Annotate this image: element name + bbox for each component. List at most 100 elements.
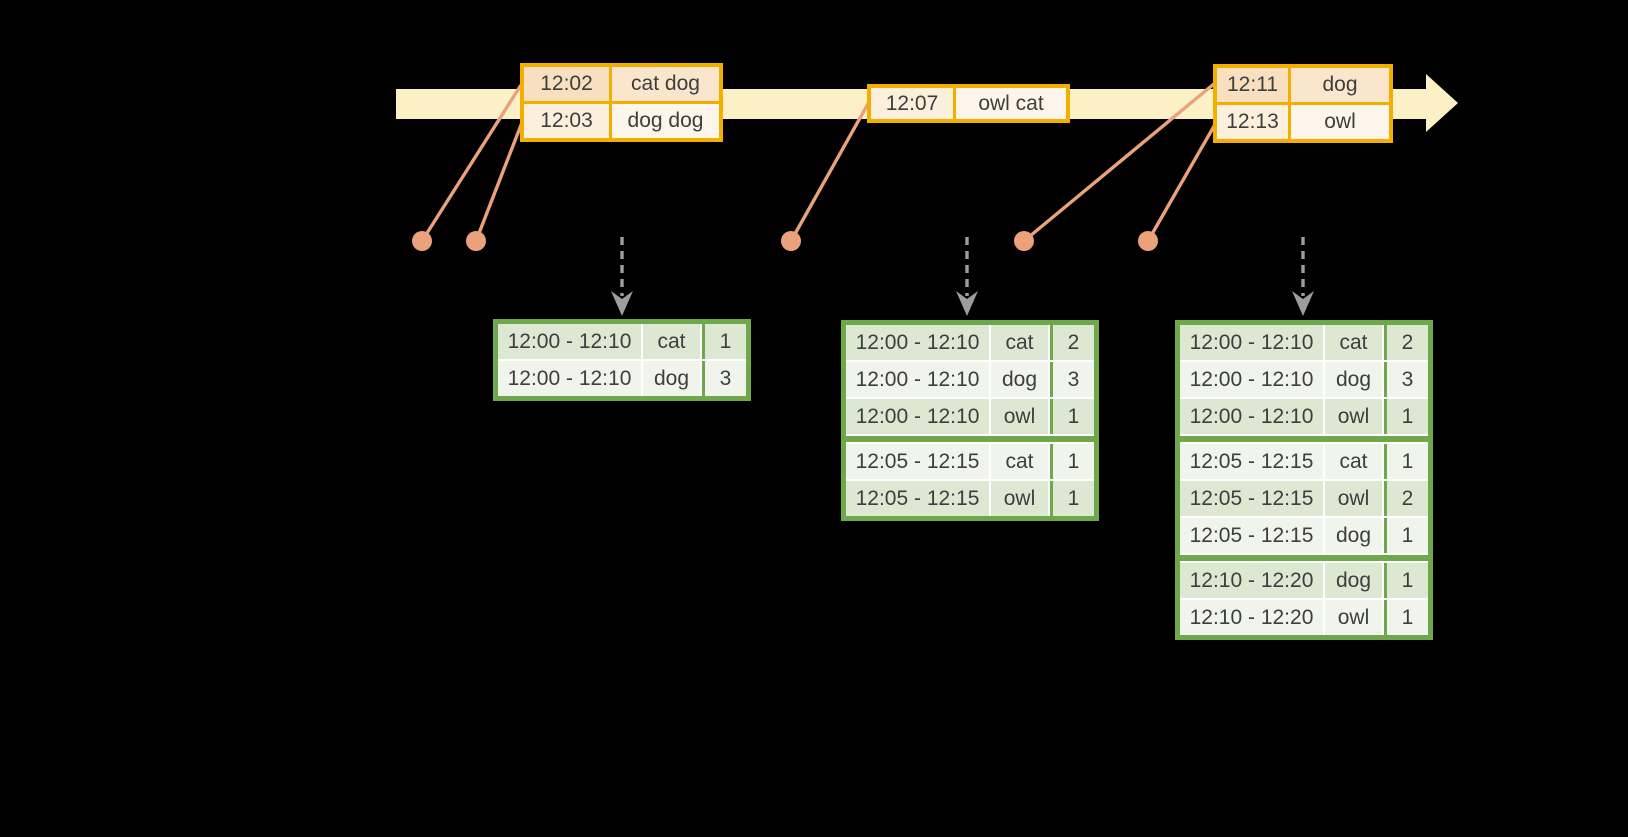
event-time-cell: 12:07	[871, 88, 953, 119]
result-row: 12:00 - 12:10 owl 1	[846, 399, 1094, 434]
window-cell: 12:05 - 12:15	[846, 444, 989, 479]
window-cell: 12:05 - 12:15	[846, 481, 989, 516]
count-cell: 1	[1384, 444, 1428, 479]
result-row: 12:00 - 12:10 dog 3	[1180, 362, 1428, 397]
window-group-separator	[846, 436, 1094, 442]
event-dot	[1014, 231, 1034, 251]
result-row: 12:00 - 12:10 dog 3	[846, 362, 1094, 397]
result-row: 12:00 - 12:10 owl 1	[1180, 399, 1428, 434]
count-cell: 1	[1050, 399, 1094, 434]
count-cell: 1	[1384, 600, 1428, 635]
word-cell: dog	[1325, 518, 1382, 553]
event-time-cell: 12:03	[524, 104, 609, 138]
event-time-cell: 12:02	[524, 67, 609, 101]
result-row: 12:05 - 12:15 owl 1	[846, 481, 1094, 516]
window-cell: 12:05 - 12:15	[1180, 518, 1323, 553]
word-cell: owl	[991, 481, 1048, 516]
word-cell: cat	[1325, 444, 1382, 479]
event-time-cell: 12:11	[1217, 68, 1288, 102]
window-group-separator	[1180, 436, 1428, 442]
event-dot	[412, 231, 432, 251]
count-cell: 1	[702, 324, 746, 359]
word-cell: dog	[1325, 362, 1382, 397]
window-cell: 12:00 - 12:10	[846, 399, 989, 434]
result-row: 12:05 - 12:15 cat 1	[1180, 444, 1428, 479]
result-row: 12:00 - 12:10 cat 2	[846, 325, 1094, 360]
event-table-2: 12:07 owl cat	[867, 84, 1070, 123]
event-words-cell: dog dog	[612, 104, 719, 138]
count-cell: 2	[1384, 325, 1428, 360]
event-dot	[781, 231, 801, 251]
count-cell: 1	[1050, 481, 1094, 516]
trigger-arrows	[611, 237, 1314, 316]
count-cell: 2	[1384, 481, 1428, 516]
timeline-arrowhead-icon	[1426, 74, 1458, 132]
word-cell: cat	[991, 444, 1048, 479]
word-cell: cat	[643, 324, 700, 359]
event-dots	[412, 231, 1158, 251]
event-words-cell: dog	[1291, 68, 1389, 102]
event-dot	[1138, 231, 1158, 251]
connector-line	[1146, 120, 1219, 242]
window-cell: 12:10 - 12:20	[1180, 563, 1323, 598]
result-row: 12:00 - 12:10 cat 1	[498, 324, 746, 359]
down-arrow-icon	[611, 291, 633, 316]
result-row: 12:05 - 12:15 cat 1	[846, 444, 1094, 479]
result-table-1: 12:00 - 12:10 cat 1 12:00 - 12:10 dog 3	[493, 319, 751, 401]
event-table-3: 12:11 dog 12:13 owl	[1213, 64, 1393, 143]
event-row: 12:13 owl	[1217, 105, 1389, 139]
connector-line	[1022, 81, 1217, 243]
window-cell: 12:00 - 12:10	[1180, 362, 1323, 397]
down-arrow-icon	[1292, 291, 1314, 316]
connector-line	[474, 119, 525, 242]
result-row: 12:05 - 12:15 owl 2	[1180, 481, 1428, 516]
result-table-2: 12:00 - 12:10 cat 2 12:00 - 12:10 dog 3 …	[841, 320, 1099, 521]
window-cell: 12:00 - 12:10	[846, 325, 989, 360]
word-cell: dog	[1325, 563, 1382, 598]
event-words-cell: cat dog	[612, 67, 719, 101]
count-cell: 3	[1050, 362, 1094, 397]
window-cell: 12:10 - 12:20	[1180, 600, 1323, 635]
window-cell: 12:00 - 12:10	[498, 361, 641, 396]
result-row: 12:10 - 12:20 dog 1	[1180, 563, 1428, 598]
event-words-cell: owl cat	[956, 88, 1066, 119]
word-cell: owl	[1325, 600, 1382, 635]
count-cell: 1	[1384, 399, 1428, 434]
word-cell: owl	[991, 399, 1048, 434]
count-cell: 1	[1050, 444, 1094, 479]
count-cell: 3	[1384, 362, 1428, 397]
result-table-3: 12:00 - 12:10 cat 2 12:00 - 12:10 dog 3 …	[1175, 320, 1433, 640]
window-cell: 12:00 - 12:10	[1180, 399, 1323, 434]
count-cell: 2	[1050, 325, 1094, 360]
window-cell: 12:00 - 12:10	[1180, 325, 1323, 360]
count-cell: 1	[1384, 563, 1428, 598]
event-table-1: 12:02 cat dog 12:03 dog dog	[520, 63, 723, 142]
connector-line	[420, 84, 523, 242]
word-cell: dog	[991, 362, 1048, 397]
window-cell: 12:05 - 12:15	[1180, 481, 1323, 516]
window-cell: 12:05 - 12:15	[1180, 444, 1323, 479]
count-cell: 1	[1384, 518, 1428, 553]
word-cell: owl	[1325, 481, 1382, 516]
event-row: 12:02 cat dog	[524, 67, 719, 101]
result-row: 12:00 - 12:10 dog 3	[498, 361, 746, 396]
window-cell: 12:00 - 12:10	[498, 324, 641, 359]
event-row: 12:07 owl cat	[871, 88, 1066, 119]
window-group-separator	[1180, 555, 1428, 561]
event-words-cell: owl	[1291, 105, 1389, 139]
result-row: 12:05 - 12:15 dog 1	[1180, 518, 1428, 553]
connector-line	[789, 101, 871, 242]
word-cell: cat	[991, 325, 1048, 360]
count-cell: 3	[702, 361, 746, 396]
result-row: 12:00 - 12:10 cat 2	[1180, 325, 1428, 360]
word-cell: cat	[1325, 325, 1382, 360]
word-cell: dog	[643, 361, 700, 396]
word-cell: owl	[1325, 399, 1382, 434]
event-dot	[466, 231, 486, 251]
event-row: 12:11 dog	[1217, 68, 1389, 102]
result-row: 12:10 - 12:20 owl 1	[1180, 600, 1428, 635]
window-cell: 12:00 - 12:10	[846, 362, 989, 397]
event-time-cell: 12:13	[1217, 105, 1288, 139]
